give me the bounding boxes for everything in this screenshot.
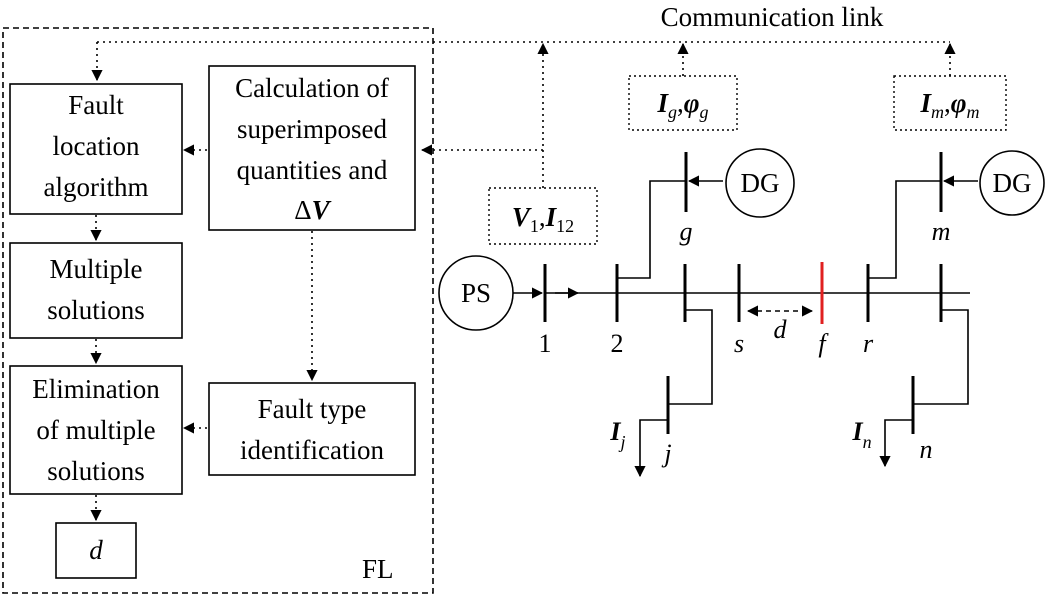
branch-to-j xyxy=(668,309,713,405)
svg-text:Ij: Ij xyxy=(609,417,625,452)
dg1-label: DG xyxy=(741,168,780,198)
svg-text:Ig,φg: Ig,φg xyxy=(656,88,708,122)
ig-phig-measurement: Ig,φg xyxy=(628,75,738,131)
bus-m-label: m xyxy=(932,217,951,246)
distance-d-label: d xyxy=(774,315,788,344)
bus-s-label: s xyxy=(734,329,744,358)
svg-text:d: d xyxy=(89,535,103,565)
bus-f-label: f xyxy=(818,329,829,358)
fault-type-box: Fault type identification xyxy=(208,382,416,476)
branch-to-m xyxy=(868,180,941,279)
bus-j-label: j xyxy=(661,439,671,468)
svg-text:Im,φm: Im,φm xyxy=(919,88,979,122)
d-result-box: d xyxy=(55,522,137,579)
bus-1-label: 1 xyxy=(539,329,552,358)
svg-text:solutions: solutions xyxy=(47,295,145,325)
ij-label: I xyxy=(609,417,621,446)
svg-text:V1,I12: V1,I12 xyxy=(512,202,574,236)
bus-g-label: g xyxy=(680,217,693,246)
dg1-source xyxy=(725,148,795,218)
im-phim-measurement: Im,φm xyxy=(893,75,1007,131)
svg-text:quantities and: quantities and xyxy=(237,155,388,185)
load-n-arrow xyxy=(879,419,913,468)
dg2-label: DG xyxy=(993,168,1032,198)
svg-text:In: In xyxy=(851,417,871,452)
svg-text:Elimination: Elimination xyxy=(32,374,160,404)
fault-location-box: Fault location algorithm xyxy=(9,83,183,215)
bus-2-label: 2 xyxy=(611,329,624,358)
svg-text:solutions: solutions xyxy=(47,456,145,486)
svg-text:identification: identification xyxy=(240,435,384,465)
svg-text:Multiple: Multiple xyxy=(50,254,143,284)
fl-label: FL xyxy=(362,554,394,584)
dg2-source xyxy=(979,150,1045,216)
branch-to-n xyxy=(913,309,969,405)
svg-text:algorithm: algorithm xyxy=(44,172,149,202)
load-j-arrow xyxy=(634,419,668,478)
svg-text:Calculation of: Calculation of xyxy=(235,73,389,103)
bus-n-label: n xyxy=(920,435,933,464)
ps-label: PS xyxy=(461,278,491,308)
svg-text:location: location xyxy=(53,131,140,161)
fl-frame xyxy=(2,27,434,594)
svg-text:of multiple: of multiple xyxy=(36,415,155,445)
svg-text:superimposed: superimposed xyxy=(237,114,387,144)
communication-link-label: Communication link xyxy=(661,2,884,32)
network: PS 1 2 s f r d DG g DG m xyxy=(438,148,1045,478)
branch-to-g xyxy=(617,180,686,279)
svg-text:ΔV: ΔV xyxy=(294,195,331,225)
superimposed-calc-box: Calculation of superimposed quantities a… xyxy=(208,65,416,231)
v1-i12-measurement: V1,I12 xyxy=(488,187,598,245)
in-label: I xyxy=(851,417,863,446)
multiple-solutions-box: Multiple solutions xyxy=(9,242,183,339)
elimination-box: Elimination of multiple solutions xyxy=(9,365,183,495)
bus-r-label: r xyxy=(863,329,874,358)
svg-text:Fault: Fault xyxy=(68,90,124,120)
svg-text:Fault type: Fault type xyxy=(258,394,367,424)
